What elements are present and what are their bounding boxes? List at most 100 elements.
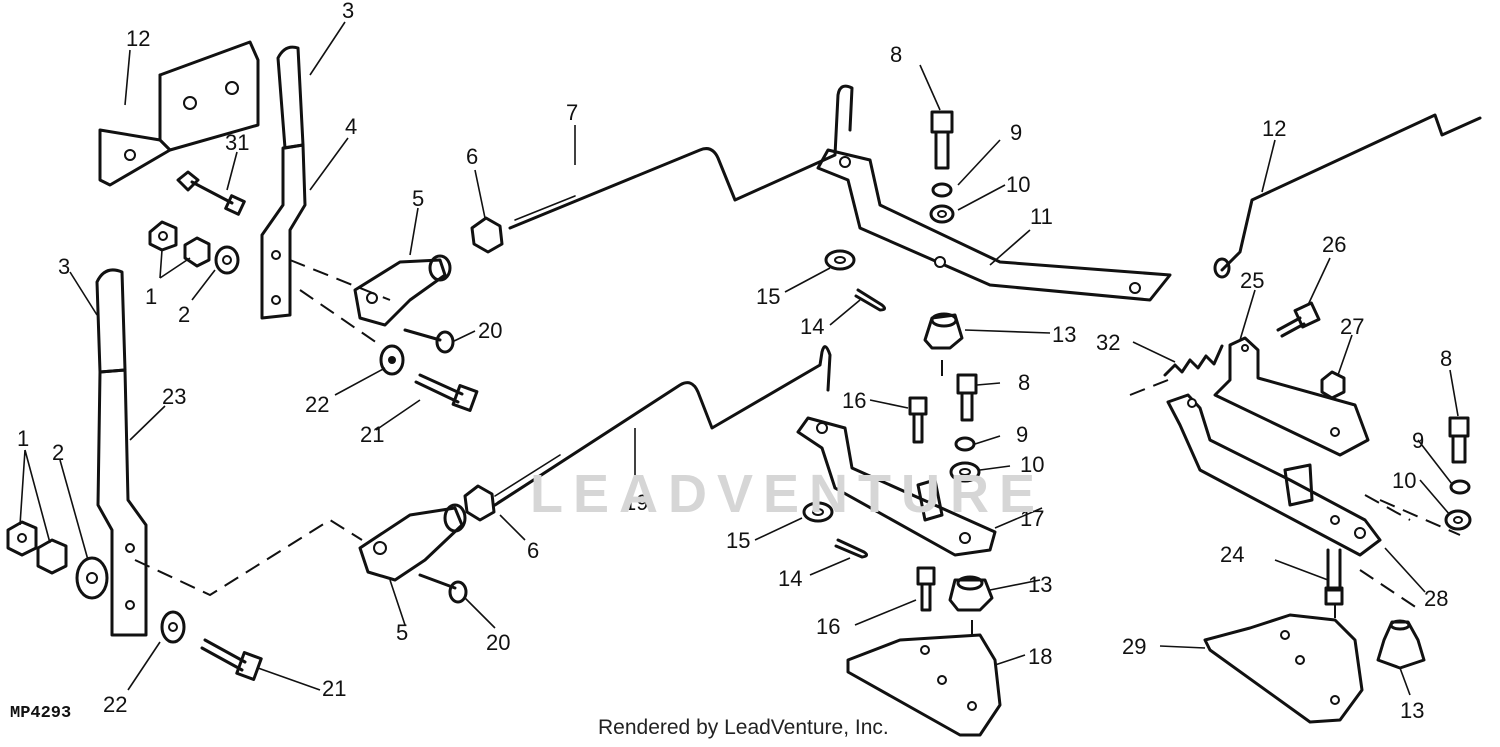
- part-15-washer-lower: [802, 501, 834, 523]
- part-18-plate: [846, 633, 1002, 737]
- callout-18: 18: [1028, 644, 1052, 669]
- part-1-nuts-lower: [6, 520, 68, 575]
- callout-29: 29: [1122, 634, 1146, 659]
- callout-21-lower: 21: [322, 676, 346, 701]
- callout-15-upper: 15: [756, 284, 780, 309]
- callout-14-upper: 14: [800, 314, 824, 339]
- callout-labels: 12 31 3 4 1 2 5 20 22 21 3 23 1 2 22 21 …: [17, 0, 1452, 723]
- part-29-plate: [1203, 613, 1364, 724]
- callout-21-upper: 21: [360, 422, 384, 447]
- callout-24: 24: [1220, 542, 1244, 567]
- callout-6-lower: 6: [527, 538, 539, 563]
- callout-22-lower: 22: [103, 692, 127, 717]
- part-12-rod: [1213, 113, 1482, 279]
- callout-25: 25: [1240, 268, 1264, 293]
- part-15-washer-upper: [824, 249, 856, 271]
- part-30-bracket: [98, 40, 260, 187]
- callout-13-right: 13: [1400, 698, 1424, 723]
- part-4-upper-lever: [260, 45, 307, 320]
- callout-30: 12: [126, 26, 150, 51]
- part-8-bolt-right: [1448, 416, 1470, 464]
- part-7-rod: [508, 84, 854, 230]
- callout-26: 26: [1322, 232, 1346, 257]
- callout-5-upper: 5: [412, 186, 424, 211]
- part-16-bolt-upper: [908, 396, 928, 444]
- callout-8-right: 8: [1440, 346, 1452, 371]
- callout-20-lower: 20: [486, 630, 510, 655]
- part-9-lockwasher-upper: [931, 182, 953, 198]
- callout-7: 7: [566, 100, 578, 125]
- callout-32: 32: [1096, 330, 1120, 355]
- callout-6-upper: 6: [466, 144, 478, 169]
- callout-1-upper: 1: [145, 284, 157, 309]
- part-17-bracket: [796, 416, 997, 557]
- part-6-nut-lower: [463, 484, 496, 522]
- callout-28: 28: [1424, 586, 1448, 611]
- callout-3-upper: 3: [342, 0, 354, 23]
- callout-9-upper: 9: [1010, 120, 1022, 145]
- part-14-cotter-upper: [854, 288, 887, 312]
- callout-14-lower: 14: [778, 566, 802, 591]
- part-10-washer-upper: [929, 204, 955, 224]
- part-10-washer-middle: [949, 461, 981, 483]
- part-1-nuts-upper: [148, 220, 211, 268]
- part-16-bolt-lower: [916, 566, 936, 612]
- part-8-bolt-middle: [956, 373, 978, 422]
- callout-22-upper: 22: [305, 392, 329, 417]
- callout-1-lower: 1: [17, 426, 29, 451]
- callout-10-middle: 10: [1020, 452, 1044, 477]
- credit-text: Rendered by LeadVenture, Inc.: [598, 716, 889, 739]
- callout-16-upper: 16: [842, 388, 866, 413]
- callout-13-middle: 13: [1028, 572, 1052, 597]
- part-22-washer-upper: [379, 344, 405, 376]
- part-20-pin-upper: [403, 328, 455, 354]
- callout-8-middle: 8: [1018, 370, 1030, 395]
- callout-17: 17: [1020, 506, 1044, 531]
- callout-15-lower: 15: [726, 528, 750, 553]
- part-24-bolt: [1324, 548, 1344, 606]
- callout-8-upper: 8: [890, 42, 902, 67]
- callout-9-middle: 9: [1016, 422, 1028, 447]
- assembly-lines: [134, 259, 1461, 640]
- callout-31: 31: [225, 130, 249, 155]
- part-10-washer-right: [1444, 509, 1472, 531]
- part-13-grommet-upper: [923, 312, 964, 350]
- part-26-bolt: [1276, 301, 1321, 338]
- part-31-bolt: [176, 170, 246, 216]
- part-5-clevis-upper: [353, 254, 452, 327]
- part-19-rod: [493, 345, 832, 507]
- callout-12: 12: [1262, 116, 1286, 141]
- part-27-nut: [1320, 370, 1346, 400]
- part-13-grommet-middle: [948, 575, 994, 612]
- figure-id: MP4293: [10, 704, 72, 723]
- callout-9-right: 9: [1412, 428, 1424, 453]
- part-20-pin-lower: [418, 573, 468, 604]
- callout-27: 27: [1340, 314, 1364, 339]
- part-2-washer-upper: [214, 245, 240, 275]
- callout-4: 4: [345, 114, 357, 139]
- callout-10-right: 10: [1392, 468, 1416, 493]
- part-9-lockwasher-middle: [954, 436, 976, 452]
- part-14-cotter-lower: [834, 538, 869, 559]
- part-6-nut-upper: [470, 216, 504, 254]
- callout-16-lower: 16: [816, 614, 840, 639]
- callout-2-lower: 2: [52, 440, 64, 465]
- part-21-bolt-lower: [200, 638, 263, 681]
- callout-19: 19: [624, 490, 648, 515]
- part-9-lockwasher-right: [1449, 479, 1471, 495]
- part-28-bracket: [1166, 393, 1382, 557]
- part-13-grommet-right: [1376, 619, 1426, 670]
- part-22-washer-lower: [160, 610, 186, 644]
- part-21-bolt-upper: [414, 373, 479, 412]
- part-32-spring: [1163, 344, 1224, 377]
- callout-11: 11: [1030, 204, 1053, 229]
- leader-lines: [19, 21, 1459, 696]
- callout-3-lower: 3: [58, 254, 70, 279]
- part-8-bolt-upper: [930, 110, 954, 170]
- callout-10-upper: 10: [1006, 172, 1030, 197]
- part-25-bracket: [1213, 336, 1370, 457]
- part-11-bracket: [816, 148, 1172, 302]
- callout-2-upper: 2: [178, 302, 190, 327]
- part-5-clevis-lower: [358, 503, 467, 582]
